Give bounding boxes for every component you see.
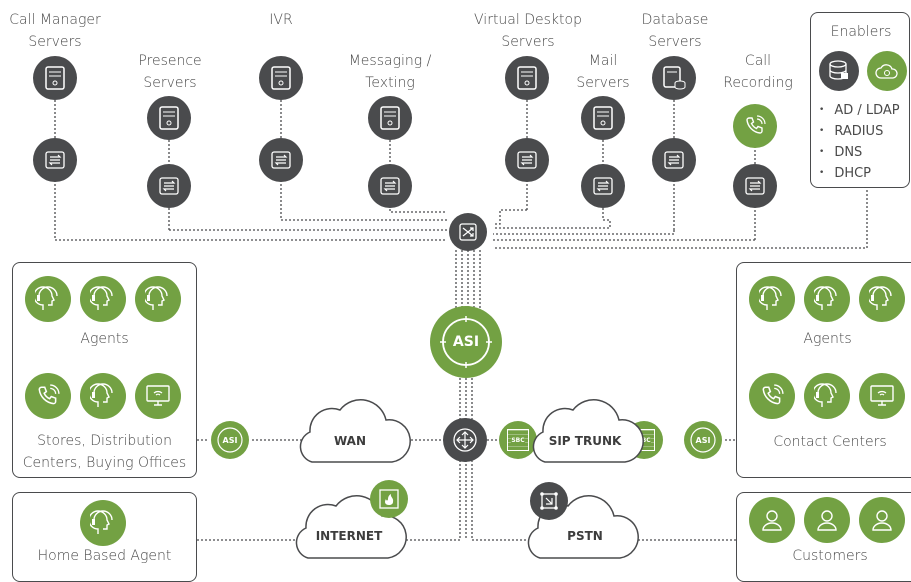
mail-server-icon — [581, 96, 625, 140]
sbc-left-label: SBC — [511, 436, 525, 444]
home-agent-label: Home Based Agent — [37, 548, 172, 564]
gateway-icon — [530, 482, 568, 520]
agent-headset-icon — [859, 276, 905, 322]
ivr-label: IVR — [256, 9, 306, 31]
call-manager-label-line1: Call Manager — [9, 12, 101, 28]
presence-label-line1: Presence — [138, 53, 202, 69]
presence-switch-icon — [147, 164, 191, 208]
asi-main-node: ASI — [430, 306, 502, 378]
left-agents-label: Agents — [80, 331, 129, 347]
call-recording-switch-icon — [733, 164, 777, 208]
agent-headset-icon — [804, 373, 850, 419]
core-switch-icon — [449, 213, 487, 251]
enabler-item: DHCP — [819, 164, 900, 185]
pstn-label: PSTN — [567, 529, 603, 543]
customer-person-icon — [749, 497, 795, 543]
database-label: Database Servers — [636, 9, 714, 53]
customer-person-icon — [859, 497, 905, 543]
asi-left-label: ASI — [222, 435, 238, 445]
call-recording-label-line2: Recording — [723, 75, 793, 91]
asi-main-label: ASI — [452, 334, 480, 350]
database-switch-icon — [652, 138, 696, 182]
kiosk-monitor-icon — [135, 373, 181, 419]
stores-label: Stores, Distribution Centers, Buying Off… — [12, 430, 197, 474]
agent-headset-icon — [135, 276, 181, 322]
presence-server-icon — [147, 96, 191, 140]
vdi-label: Virtual Desktop Servers — [470, 9, 586, 53]
agent-headset-icon — [804, 276, 850, 322]
database-label-line2: Servers — [648, 34, 702, 50]
agent-headset-icon — [80, 276, 126, 322]
call-manager-server-icon — [33, 56, 77, 100]
ivr-server-icon — [259, 56, 303, 100]
messaging-label-line1: Messaging / — [348, 53, 432, 69]
internet-label: INTERNET — [315, 529, 383, 543]
mail-label-line1: Mail — [588, 53, 618, 69]
agent-headset-icon — [80, 500, 126, 546]
wan-cloud — [299, 399, 411, 463]
asi-right-node: ASI — [684, 421, 722, 459]
database-label-line1: Database — [641, 12, 709, 28]
ivr-label-line1: IVR — [269, 12, 293, 28]
call-manager-label-line2: Servers — [28, 34, 82, 50]
enablers-panel: Enablers AD / LDAP RADIUS DNS DHCP — [810, 12, 910, 188]
router-icon — [443, 418, 487, 462]
presence-label-line2: Servers — [143, 75, 197, 91]
call-recording-label-line1: Call — [744, 53, 772, 69]
call-manager-label: Call Manager Servers — [4, 9, 106, 53]
cloud-power-icon — [867, 51, 907, 91]
enablers-list: AD / LDAP RADIUS DNS DHCP — [819, 101, 900, 185]
stores-label-line2: Centers, Buying Offices — [22, 455, 187, 471]
agent-headset-icon — [749, 276, 795, 322]
messaging-server-icon — [368, 96, 412, 140]
clouds-layer — [295, 399, 644, 559]
phone-icon — [749, 373, 795, 419]
customer-person-icon — [804, 497, 850, 543]
firewall-icon — [370, 480, 408, 518]
wan-label: WAN — [333, 434, 367, 448]
database-server-icon — [652, 56, 696, 100]
vdi-label-line2: Servers — [501, 34, 555, 50]
messaging-switch-icon — [368, 164, 412, 208]
sbc-left-node: SBC — [499, 421, 537, 459]
call-manager-switch-icon — [33, 138, 77, 182]
enabler-item: DNS — [819, 143, 900, 164]
sip-trunk-label: SIP TRUNK — [548, 434, 622, 448]
enabler-item: AD / LDAP — [819, 101, 899, 122]
mail-label: Mail Servers — [570, 50, 636, 94]
phone-icon — [25, 373, 71, 419]
sbc-right-label: SBC — [637, 436, 651, 444]
messaging-label: Messaging / Texting — [340, 50, 440, 94]
customers-label: Customers — [792, 548, 868, 564]
call-recording-label: Call Recording — [718, 50, 798, 94]
mail-label-line2: Servers — [576, 75, 630, 91]
database-lock-icon — [819, 51, 859, 91]
vdi-server-icon — [505, 56, 549, 100]
vdi-switch-icon — [505, 138, 549, 182]
call-recording-phone-icon — [733, 104, 777, 148]
sip-trunk-cloud — [532, 399, 644, 463]
ivr-switch-icon — [259, 138, 303, 182]
right-agents-label: Agents — [803, 331, 852, 347]
agent-headset-icon — [80, 373, 126, 419]
presence-label: Presence Servers — [128, 50, 212, 94]
agent-headset-icon — [25, 276, 71, 322]
mail-switch-icon — [581, 164, 625, 208]
enablers-title: Enablers — [830, 24, 892, 40]
stores-label-line1: Stores, Distribution — [37, 433, 172, 449]
kiosk-monitor-icon — [859, 373, 905, 419]
asi-left-node: ASI — [211, 421, 249, 459]
asi-right-label: ASI — [695, 435, 711, 445]
messaging-label-line2: Texting — [365, 75, 415, 91]
enabler-item: RADIUS — [819, 122, 900, 143]
contact-centers-label: Contact Centers — [773, 434, 887, 450]
vdi-label-line1: Virtual Desktop — [474, 12, 582, 28]
